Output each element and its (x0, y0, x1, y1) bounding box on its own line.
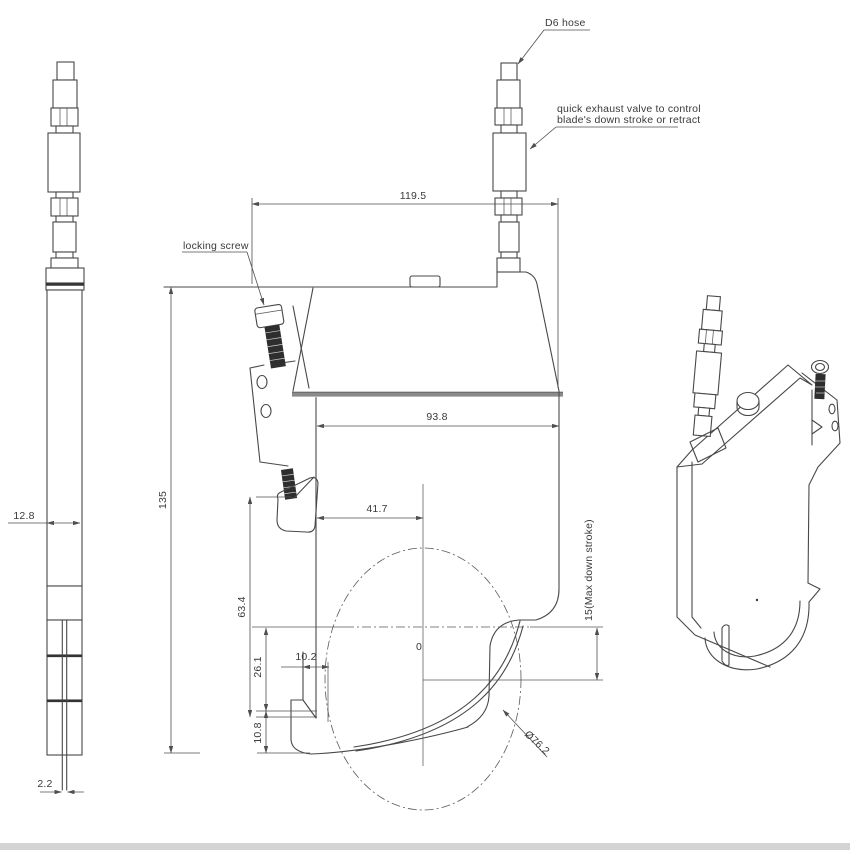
front-view-valve-stack (492, 62, 527, 273)
side-view: 12.8 2.2 (8, 61, 85, 795)
dim-max-stroke: 15(Max down stroke) (583, 519, 595, 621)
front-view-body (163, 271, 563, 755)
iso-knob (736, 391, 760, 416)
side-view-dimensions: 12.8 2.2 (8, 510, 84, 795)
iso-hook-guard (704, 582, 821, 671)
dim-overall-width: 119.5 (400, 190, 427, 202)
front-view-cover-edge (292, 287, 314, 392)
label-locking-screw: locking screw (183, 240, 249, 252)
bracket-hole (260, 403, 272, 419)
thumb-lever (276, 477, 319, 533)
front-view-lower-body (290, 390, 560, 755)
origin-marker: 0 (416, 641, 422, 653)
dim-side-width: 12.8 (13, 510, 34, 522)
dim-body-width: 93.8 (426, 411, 447, 423)
quick-exhaust-valve-body (492, 132, 527, 192)
front-view-top-tab (409, 275, 441, 288)
dim-overall-height: 135 (157, 491, 169, 509)
locking-screw (254, 303, 286, 369)
side-view-body (45, 267, 85, 791)
dim-lower-height: 26.1 (252, 656, 264, 677)
front-view: 0 119.5 93.8 41.7 135 63.4 26.1 (157, 17, 701, 811)
iso-center-mark (755, 598, 759, 602)
front-view-blade-arc (353, 620, 524, 752)
dim-blade-offset: 41.7 (366, 503, 387, 515)
iso-plate-hole (831, 420, 839, 432)
side-view-valve-stack (47, 61, 81, 269)
iso-valve-boss (689, 427, 727, 463)
dim-bottom-height: 10.8 (252, 722, 264, 743)
blade-circle (324, 547, 522, 811)
dim-mid-height: 63.4 (236, 596, 248, 617)
label-quick-exhaust-1: quick exhaust valve to control (557, 103, 701, 115)
isometric-view (676, 295, 841, 671)
front-view-bracket (249, 303, 319, 533)
bracket-hole (256, 374, 268, 390)
label-quick-exhaust-2: blade's down stroke or retract (557, 114, 700, 126)
dim-blade-thickness: 2.2 (37, 778, 52, 790)
front-view-labels: D6 hose quick exhaust valve to control b… (182, 17, 701, 306)
label-d6-hose: D6 hose (545, 17, 586, 29)
iso-screw (810, 359, 830, 400)
dim-step-width: 10.2 (295, 651, 316, 663)
front-view-centerlines: 0 (252, 484, 603, 811)
bottom-strip (0, 843, 850, 850)
iso-plate-hole (828, 403, 836, 415)
iso-valve-stack (692, 295, 724, 438)
